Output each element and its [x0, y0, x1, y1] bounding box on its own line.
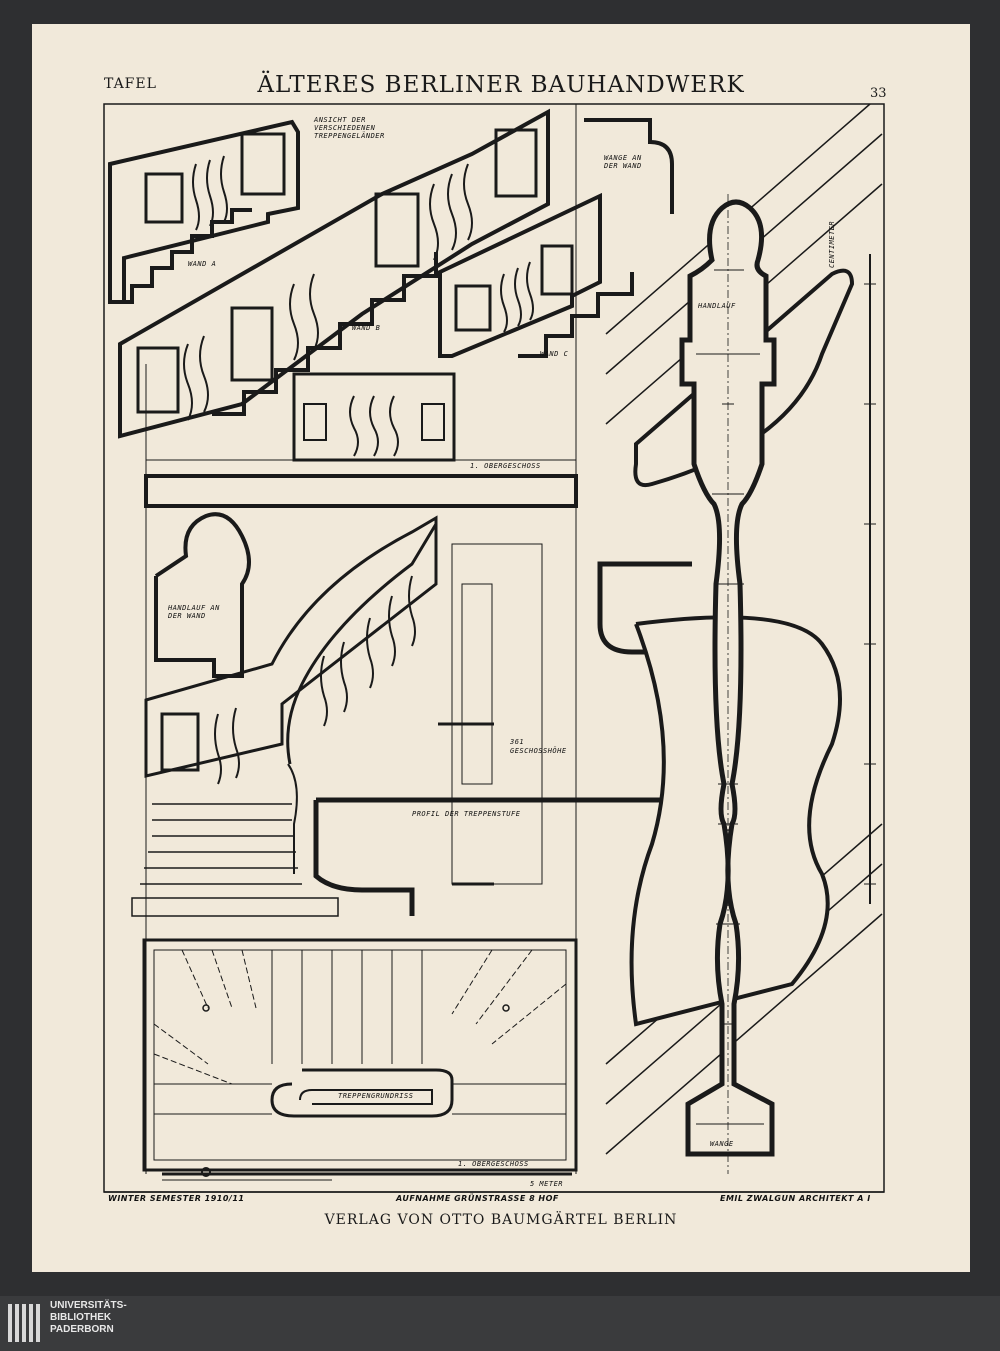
label-geschosshoehe: 361 GESCHOSSHÖHE — [510, 738, 567, 755]
label-wange: WANGE — [710, 1140, 734, 1148]
plate-label: TAFEL — [104, 76, 157, 92]
label-wand-b: WAND B — [352, 324, 381, 332]
publisher-line: VERLAG VON OTTO BAUMGÄRTEL BERLIN — [324, 1212, 678, 1228]
label-handlauf: HANDLAUF — [698, 302, 736, 310]
page-title: ÄLTERES BERLINER BAUHANDWERK — [257, 72, 745, 98]
label-meter: 5 METER — [530, 1180, 564, 1188]
label-stufenprofil: PROFIL DER TREPPENSTUFE — [412, 810, 521, 818]
architectural-drawing — [103, 103, 885, 1193]
footer-survey: AUFNAHME GRÜNSTRASSE 8 HOF — [396, 1194, 559, 1203]
label-wand-c: WAND C — [540, 350, 569, 358]
library-banner: UNIVERSITÄTS- BIBLIOTHEK PADERBORN — [0, 1296, 1000, 1351]
label-centimeter: CENTIMETER — [828, 220, 836, 268]
footer-architect: EMIL ZWALGUN ARCHITEKT A I — [720, 1194, 871, 1203]
library-name: UNIVERSITÄTS- BIBLIOTHEK PADERBORN — [50, 1300, 127, 1336]
label-obergeschoss: 1. OBERGESCHOSS — [470, 462, 541, 470]
library-line-1: UNIVERSITÄTS- — [50, 1300, 127, 1311]
drawing-plate: TAFEL ÄLTERES BERLINER BAUHANDWERK 33 — [32, 24, 970, 1272]
page-number: 33 — [870, 86, 887, 101]
elevation-caption: ANSICHT DER VERSCHIEDENEN TREPPENGELÄNDE… — [314, 116, 385, 140]
library-logo-icon — [8, 1304, 40, 1342]
label-grundriss: TREPPENGRUNDRISS — [338, 1092, 414, 1100]
footer-semester: WINTER SEMESTER 1910/11 — [108, 1194, 245, 1203]
label-wange-wall: WANGE AN DER WAND — [604, 154, 642, 170]
label-wand-a: WAND A — [188, 260, 217, 268]
label-handlauf-wall: HANDLAUF AN DER WAND — [168, 604, 220, 620]
library-line-2: BIBLIOTHEK — [50, 1312, 112, 1323]
library-line-3: PADERBORN — [50, 1324, 114, 1335]
label-obergeschoss-plan: 1. OBERGESCHOSS — [458, 1160, 529, 1168]
